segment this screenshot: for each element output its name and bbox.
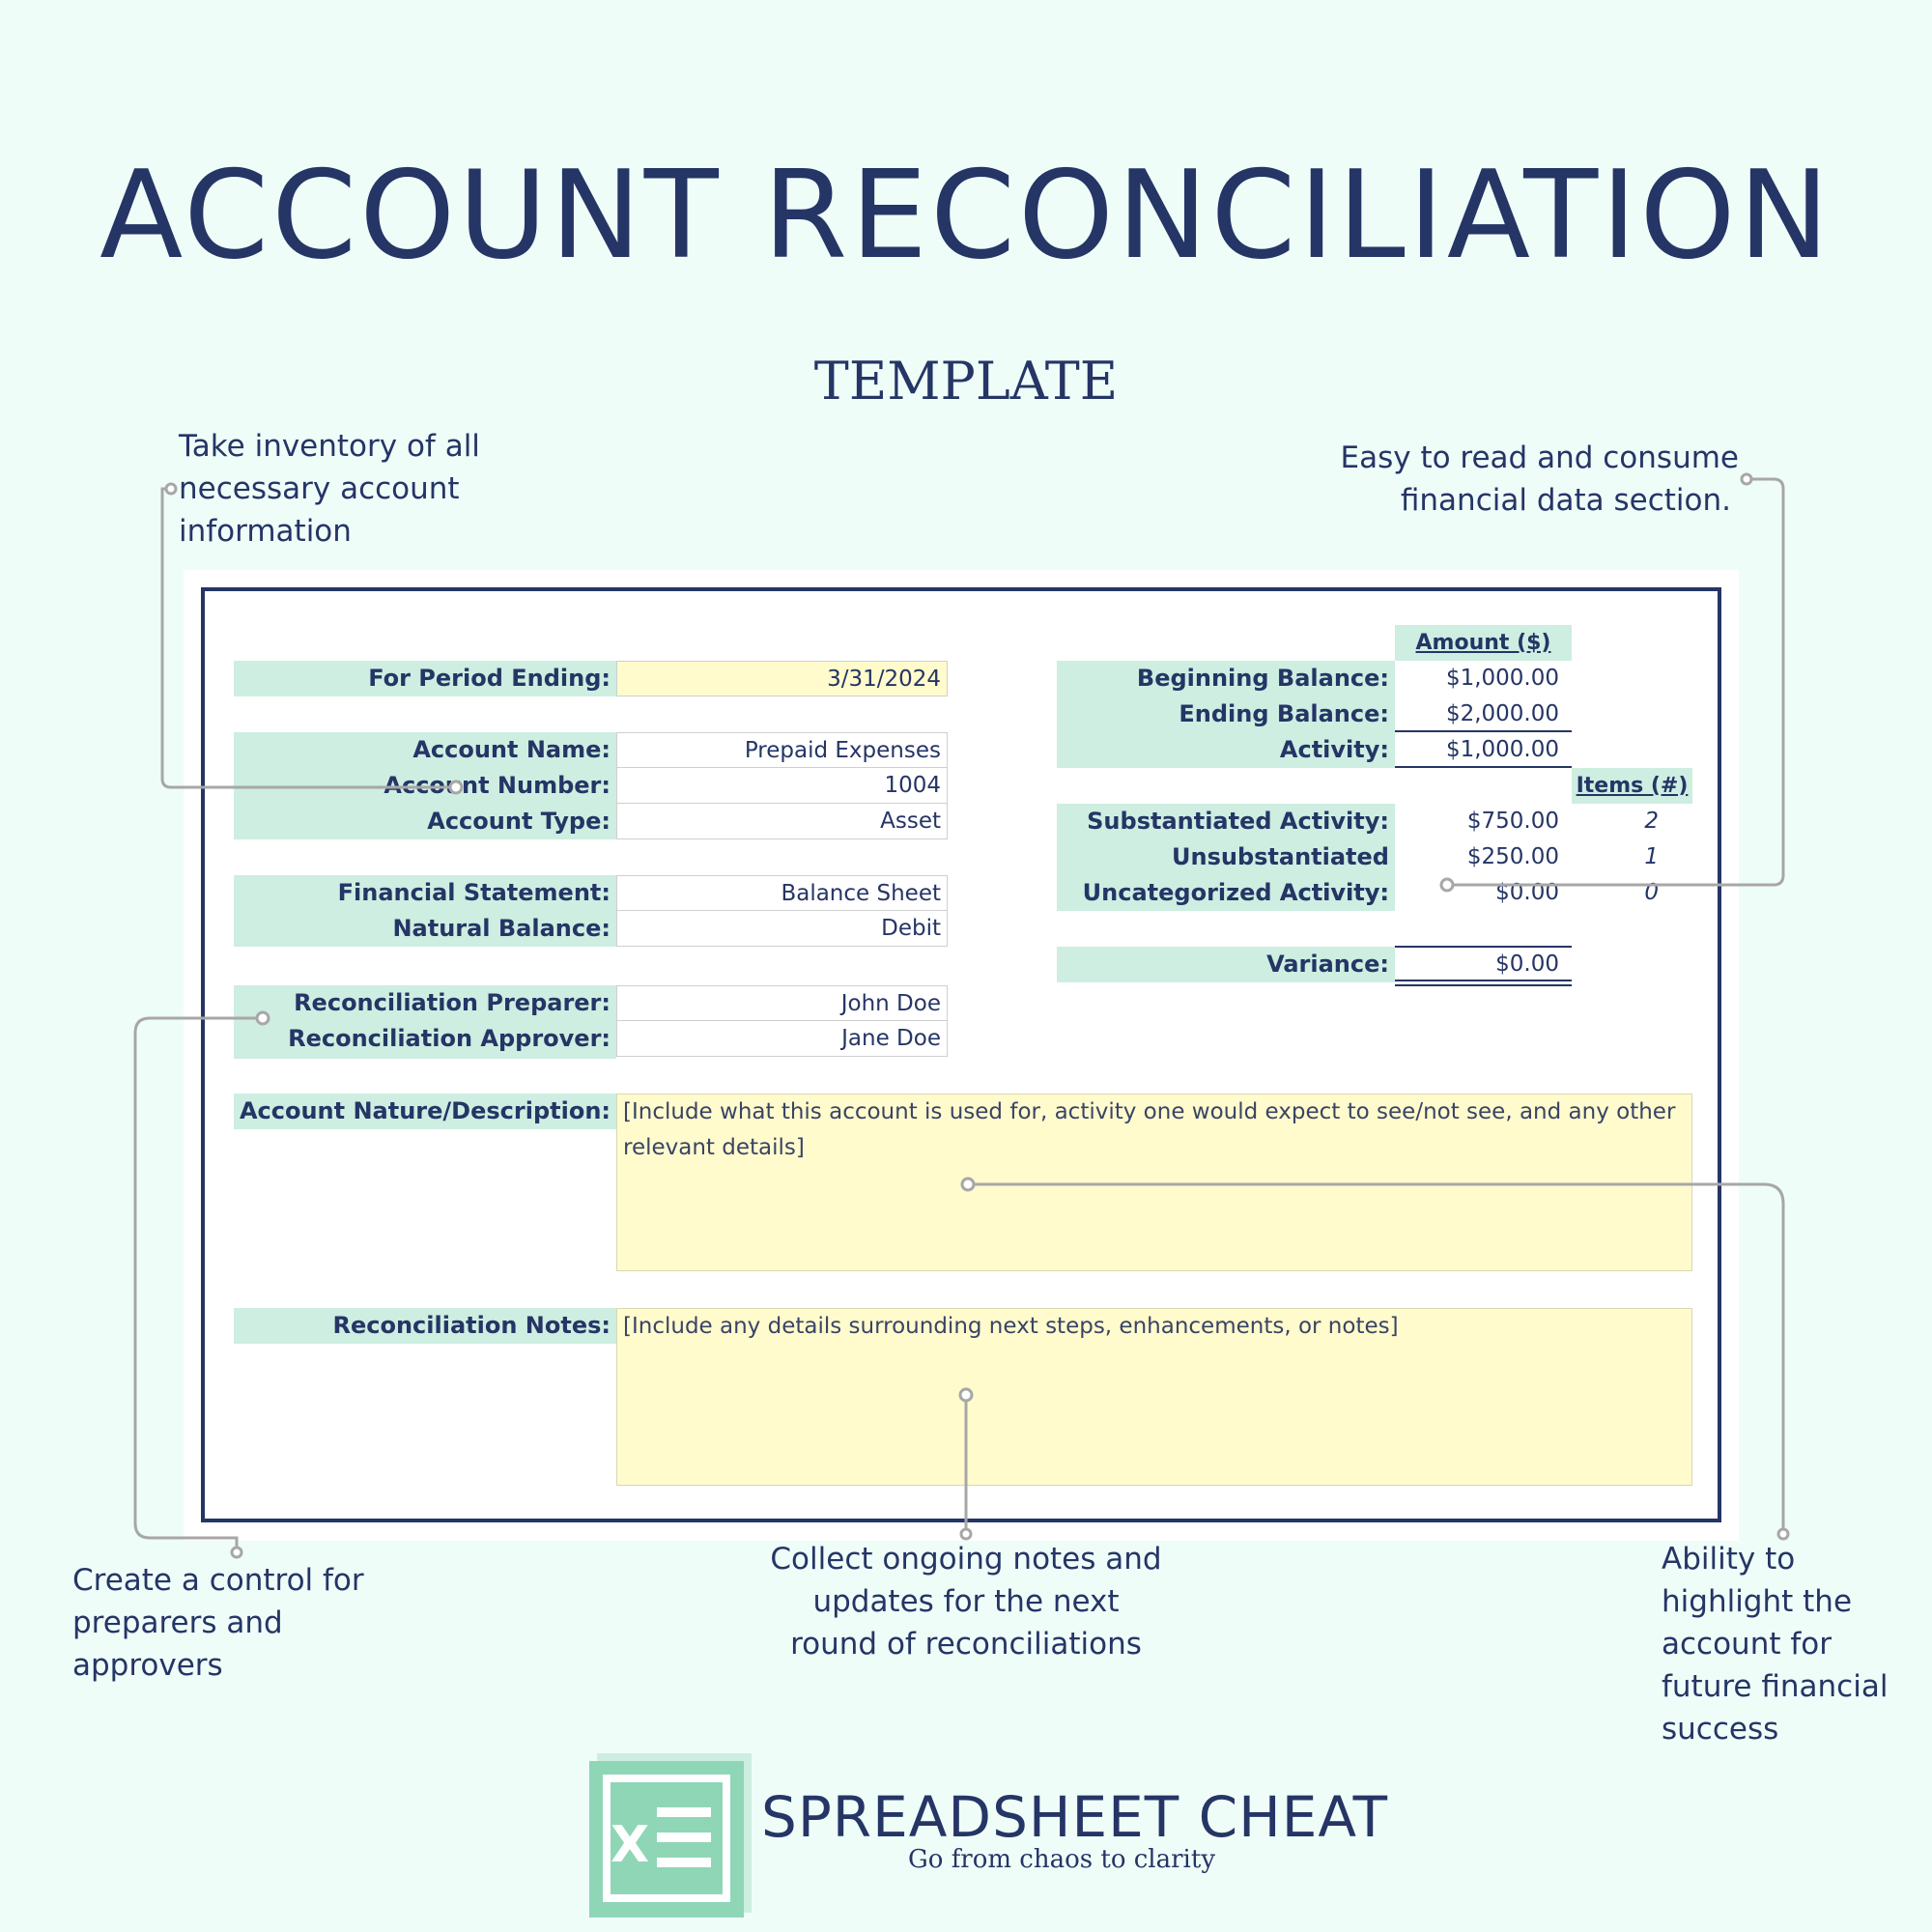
callout-highlight: Ability to highlight the account for fut… <box>1662 1542 1889 1747</box>
period-label-block: For Period Ending: <box>234 661 616 696</box>
spreadsheet-logo-icon: X <box>589 1753 753 1918</box>
callout-inventory: Take inventory of all necessary account … <box>179 429 480 549</box>
account-value-block: Prepaid Expenses 1004 Asset <box>616 732 948 839</box>
highlight-dot-start <box>960 1177 976 1192</box>
people-value-block: John Doe Jane Doe <box>616 985 948 1057</box>
easy-read-dot-start <box>1740 472 1753 486</box>
notes-dot-start <box>958 1387 974 1403</box>
easy-read-connector <box>1447 477 1785 887</box>
variance-label-block: Variance: <box>1057 947 1395 982</box>
easy-read-dot-end <box>1439 877 1455 893</box>
notes-dot-end <box>959 1527 973 1541</box>
control-dot-end <box>230 1546 243 1559</box>
brand-name: SPREADSHEET CHEAT <box>761 1784 1389 1850</box>
callout-easy-read: Easy to read and consume financial data … <box>1340 440 1739 518</box>
people-label-block: Reconciliation Preparer: Reconciliation … <box>234 985 616 1059</box>
highlight-dot-end <box>1776 1527 1790 1541</box>
items-header: Items (#) <box>1572 768 1692 804</box>
ending-balance-value: $2,000.00 <box>1445 701 1559 726</box>
callout-control: Create a control for preparers and appro… <box>72 1563 364 1683</box>
beginning-balance-value: $1,000.00 <box>1445 666 1559 691</box>
natural-balance-input[interactable]: Debit <box>616 911 948 947</box>
financial-statement-input[interactable]: Balance Sheet <box>616 875 948 911</box>
account-number-input[interactable]: 1004 <box>616 768 948 804</box>
activity-value: $1,000.00 <box>1445 737 1559 762</box>
unsubstantiated-amount: $250.00 <box>1466 844 1559 869</box>
logo-letter: X <box>611 1816 649 1874</box>
notes-input[interactable]: [Include any details surrounding next st… <box>616 1308 1692 1486</box>
page-title: ACCOUNT RECONCILIATION <box>99 144 1833 286</box>
notes-label-block: Reconciliation Notes: <box>234 1308 616 1344</box>
inventory-dot-start <box>164 482 178 496</box>
period-value-block: 3/31/2024 <box>616 661 948 696</box>
statement-label-block: Financial Statement: Natural Balance: <box>234 875 616 947</box>
preparer-input[interactable]: John Doe <box>616 985 948 1021</box>
substantiated-items: 2 <box>1644 809 1659 834</box>
account-type-input[interactable]: Asset <box>616 804 948 839</box>
inventory-dot-end <box>448 780 464 795</box>
inventory-connector <box>160 487 456 789</box>
brand-tagline: Go from chaos to clarity <box>908 1845 1216 1874</box>
balances-label-block: Beginning Balance: Ending Balance: Activ… <box>1057 661 1395 768</box>
amount-header: Amount ($) <box>1395 625 1572 661</box>
page-subtitle: TEMPLATE <box>813 351 1119 412</box>
highlight-connector <box>968 1182 1785 1532</box>
approver-input[interactable]: Jane Doe <box>616 1021 948 1057</box>
activity-label-block: Substantiated Activity: Unsubstantiated … <box>1057 804 1395 911</box>
period-ending-input[interactable]: 3/31/2024 <box>616 661 948 696</box>
control-connector <box>133 1016 263 1552</box>
account-name-input[interactable]: Prepaid Expenses <box>616 732 948 768</box>
description-label-block: Account Nature/Description: <box>234 1094 616 1129</box>
control-dot-start <box>255 1010 270 1026</box>
variance-value: $0.00 <box>1495 952 1559 977</box>
statement-value-block: Balance Sheet Debit <box>616 875 948 947</box>
unsubstantiated-items: 1 <box>1644 844 1659 869</box>
description-input[interactable]: [Include what this account is used for, … <box>616 1094 1692 1271</box>
callout-notes: Collect ongoing notes and updates for th… <box>770 1542 1162 1662</box>
substantiated-amount: $750.00 <box>1466 809 1559 834</box>
